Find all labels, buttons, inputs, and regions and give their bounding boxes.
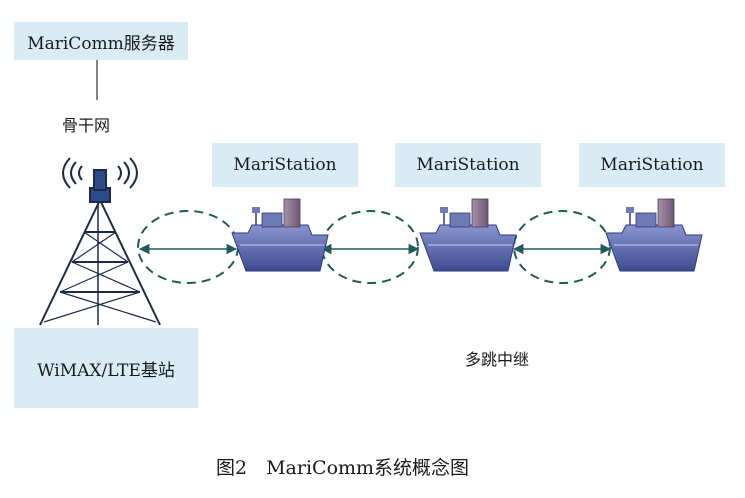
station-box-3: MariStation [579, 143, 725, 187]
server-box: MariComm服务器 [14, 22, 188, 60]
tower-icon [39, 157, 161, 326]
server-label: MariComm服务器 [27, 33, 175, 54]
link-ellipse-1 [137, 210, 239, 284]
ship-icon-2 [419, 198, 517, 272]
ship-icon-3 [605, 198, 703, 272]
station-label-2: MariStation [416, 155, 520, 175]
backbone-label: 骨干网 [62, 116, 111, 135]
relay-label: 多跳中继 [465, 350, 530, 369]
base-station-label: WiMAX/LTE基站 [37, 360, 175, 381]
link-ellipse-2 [321, 210, 419, 284]
station-box-1: MariStation [212, 143, 358, 187]
station-label-3: MariStation [600, 155, 704, 175]
link-ellipse-3 [513, 210, 611, 284]
station-label-1: MariStation [233, 155, 337, 175]
ship-icon-1 [231, 198, 329, 272]
figure-caption: 图2 MariComm系统概念图 [216, 457, 470, 479]
station-box-2: MariStation [395, 143, 541, 187]
base-station-box: WiMAX/LTE基站 [14, 328, 198, 408]
